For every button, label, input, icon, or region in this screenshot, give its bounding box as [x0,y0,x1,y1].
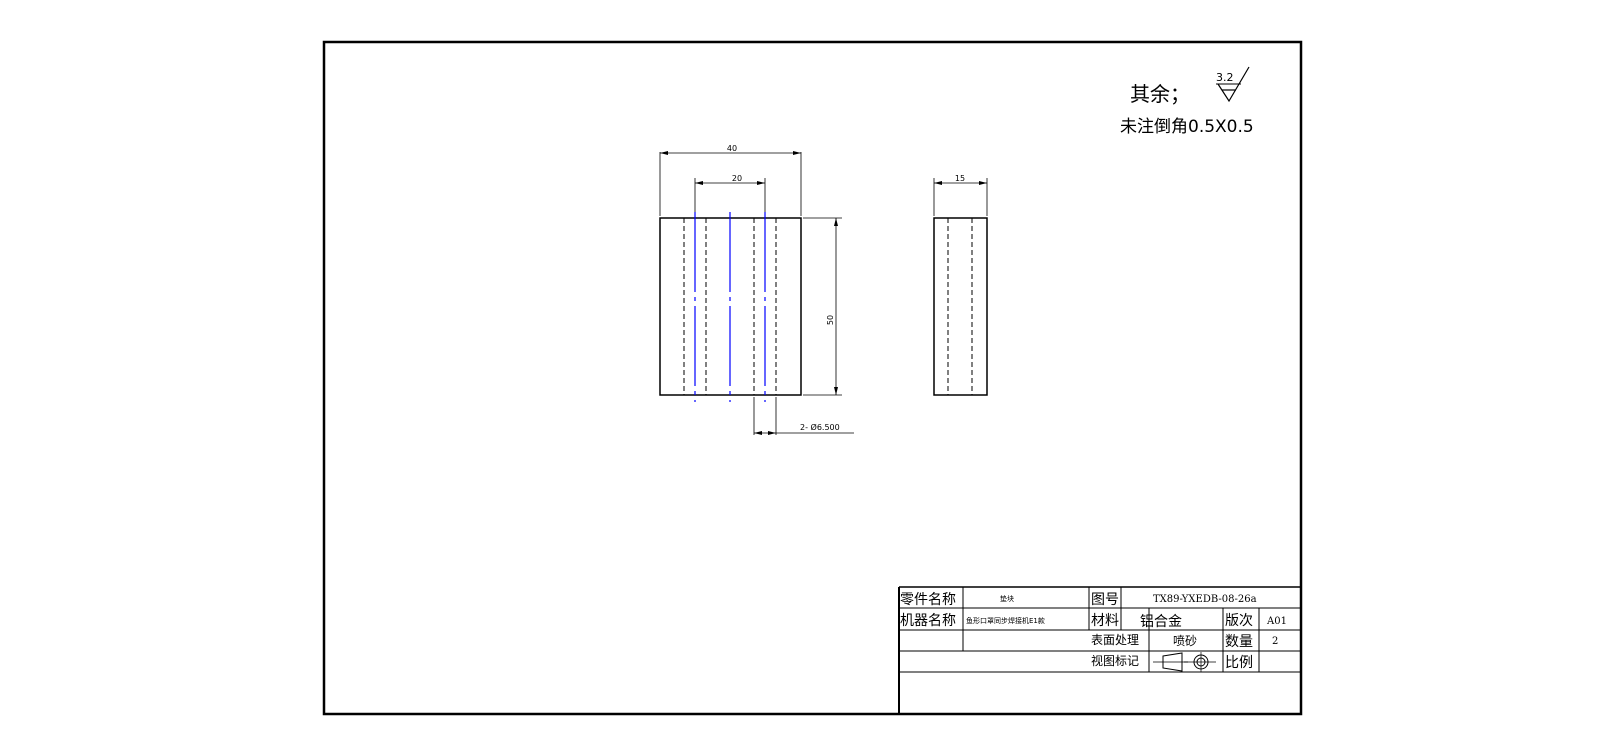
side-view: 15 [933,174,988,396]
machine-name-value: 鱼形口罩同步焊接机E1款 [966,616,1045,625]
drawing-no-label: 图号 [1091,592,1119,608]
dimension-height: 50 [803,217,842,396]
chamfer-note: 未注倒角0.5X0.5 [1120,117,1254,137]
roughness-symbol-icon [1216,66,1250,103]
projection-symbol-icon [1153,652,1216,672]
dimension-hole-callout: 2- Ø6.500 [753,397,854,435]
drawing-no-value: TX89-YXEDB-08-26a [1153,594,1257,605]
revision-label: 版次 [1225,613,1253,629]
dimension-hole-spacing: 20 [694,174,766,212]
svg-text:20: 20 [732,174,742,183]
surface-label: 表面处理 [1091,633,1139,647]
quantity-label: 数量 [1225,634,1253,650]
dimension-thickness: 15 [933,174,988,216]
part-name-value: 垫块 [1000,594,1014,603]
sheet-border [322,40,1303,716]
svg-text:50: 50 [826,315,835,325]
dimension-width: 40 [659,144,802,216]
roughness-value: 3.2 [1216,71,1234,84]
title-block: 零件名称 垫块 图号 TX89-YXEDB-08-26a 机器名称 鱼形口罩同步… [898,586,1301,714]
revision-value: A01 [1266,616,1287,627]
side-view-outline [933,217,988,396]
part-name-label: 零件名称 [900,592,956,608]
machine-name-label: 机器名称 [900,613,956,629]
front-view: 40 20 50 2- Ø6.500 [659,144,854,435]
svg-text:15: 15 [955,174,965,183]
svg-text:40: 40 [727,144,737,153]
material-value: 铝合金 [1140,614,1182,630]
notes-block: 其余； 3.2 未注倒角0.5X0.5 [1120,66,1254,137]
roughness-prefix: 其余； [1130,82,1190,106]
view-mark-label: 视图标记 [1091,653,1139,668]
svg-text:2- Ø6.500: 2- Ø6.500 [800,422,840,432]
material-label: 材料 [1091,613,1119,629]
scale-label: 比例 [1225,655,1253,671]
surface-value: 喷砂 [1173,634,1197,648]
quantity-value: 2 [1272,636,1278,647]
